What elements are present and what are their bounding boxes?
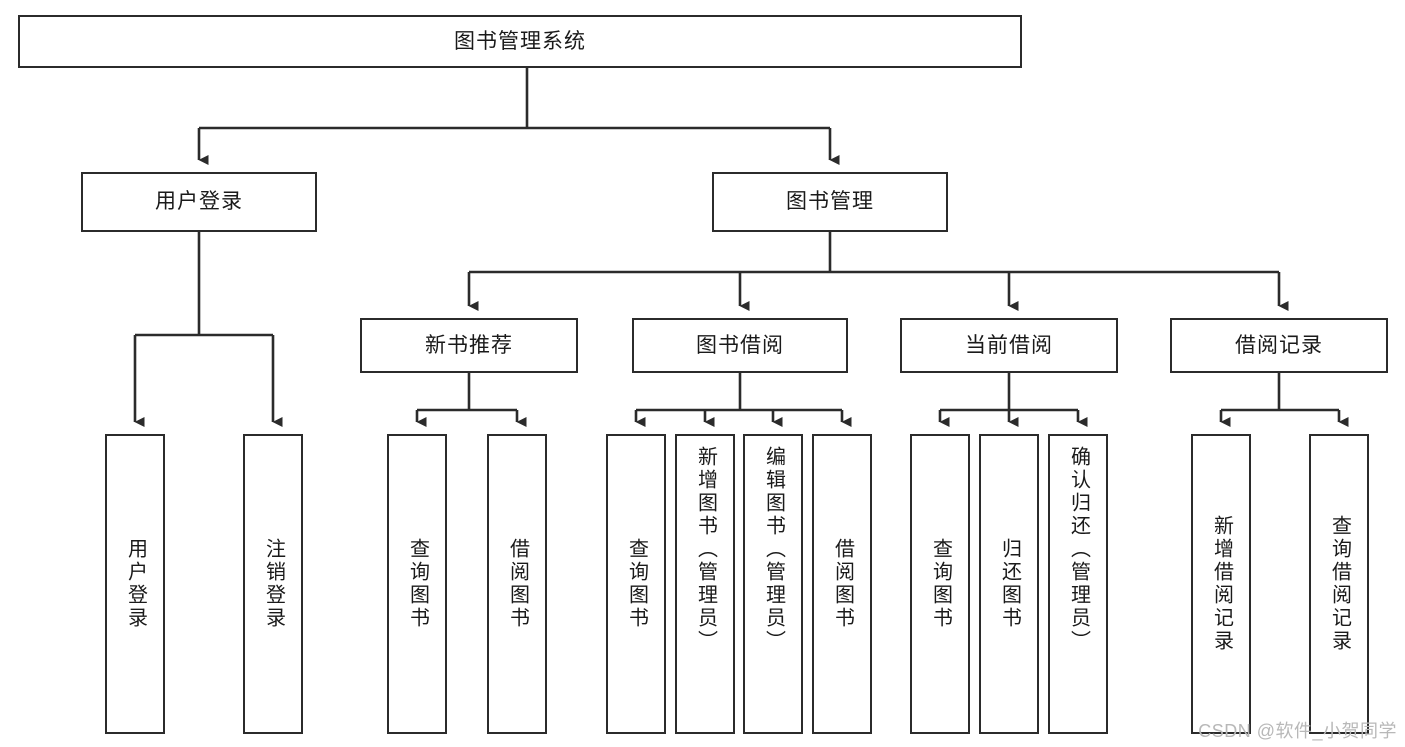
node-label: 用户登录: [155, 190, 243, 214]
node-label: 借阅图书: [506, 538, 529, 630]
node-label: 图书借阅: [696, 333, 784, 357]
leaf-borrow-query-book[interactable]: 查询图书: [606, 434, 666, 734]
node-current-borrow[interactable]: 当前借阅: [900, 318, 1118, 373]
leaf-borrow-edit-book-admin[interactable]: 编辑图书（管理员）: [743, 434, 803, 734]
leaf-new-book-query[interactable]: 查询图书: [387, 434, 447, 734]
node-label: 用户登录: [124, 538, 147, 630]
node-label: 借阅图书: [831, 538, 854, 630]
node-label: 查询图书: [625, 538, 648, 630]
node-label: 查询图书: [406, 538, 429, 630]
node-root-system[interactable]: 图书管理系统: [18, 15, 1022, 68]
leaf-record-add-record[interactable]: 新增借阅记录: [1191, 434, 1251, 734]
node-label: 归还图书: [998, 538, 1021, 630]
node-label: 新书推荐: [425, 333, 513, 357]
leaf-new-book-borrow[interactable]: 借阅图书: [487, 434, 547, 734]
node-label: 查询借阅记录: [1328, 515, 1351, 653]
node-label: 图书管理系统: [454, 29, 586, 53]
node-new-book-recommend[interactable]: 新书推荐: [360, 318, 578, 373]
node-label: 编辑图书（管理员）: [762, 446, 785, 653]
node-label: 新增借阅记录: [1210, 515, 1233, 653]
node-book-borrow[interactable]: 图书借阅: [632, 318, 848, 373]
node-label: 查询图书: [929, 538, 952, 630]
node-label: 确认归还（管理员）: [1067, 446, 1090, 653]
node-label: 图书管理: [786, 190, 874, 214]
leaf-user-login-logout[interactable]: 注销登录: [243, 434, 303, 734]
leaf-borrow-borrow-book[interactable]: 借阅图书: [812, 434, 872, 734]
node-book-management[interactable]: 图书管理: [712, 172, 948, 232]
leaf-current-query-book[interactable]: 查询图书: [910, 434, 970, 734]
node-label: 当前借阅: [965, 333, 1053, 357]
leaf-borrow-add-book-admin[interactable]: 新增图书（管理员）: [675, 434, 735, 734]
node-user-login[interactable]: 用户登录: [81, 172, 317, 232]
node-label: 新增图书（管理员）: [694, 446, 717, 653]
node-label: 借阅记录: [1235, 333, 1323, 357]
leaf-user-login-login[interactable]: 用户登录: [105, 434, 165, 734]
watermark-label: CSDN @软件_小贺同学: [1198, 721, 1397, 741]
leaf-current-return-book[interactable]: 归还图书: [979, 434, 1039, 734]
node-borrow-record[interactable]: 借阅记录: [1170, 318, 1388, 373]
leaf-current-confirm-return-admin[interactable]: 确认归还（管理员）: [1048, 434, 1108, 734]
node-label: 注销登录: [262, 538, 285, 630]
leaf-record-query-record[interactable]: 查询借阅记录: [1309, 434, 1369, 734]
